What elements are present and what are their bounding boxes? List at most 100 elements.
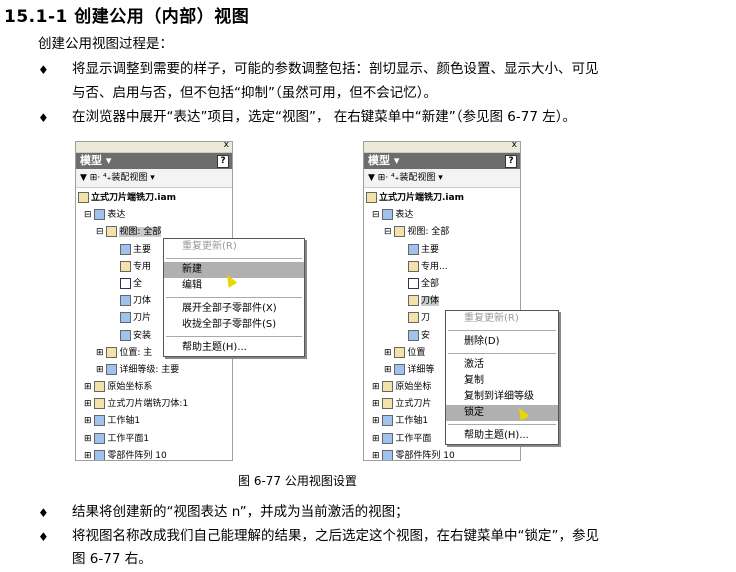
tree-item[interactable]: ⊞ 详细等 — [384, 363, 435, 375]
tree-item[interactable]: 主要 — [364, 242, 520, 259]
menu-item-lock[interactable]: 锁定 — [446, 405, 558, 421]
bullet-icon: ♦ — [38, 530, 49, 544]
panel-title[interactable]: 模型 ▾? — [364, 153, 520, 169]
view-icon — [408, 295, 419, 307]
menu-item-edit[interactable]: 编辑 — [182, 280, 202, 291]
tree-item[interactable]: ⊞ 原始坐标 — [372, 381, 432, 393]
tree-item[interactable]: 专用 — [76, 259, 232, 276]
tree-item[interactable]: ⊞ 原始坐标系 — [84, 381, 153, 393]
representation-icon — [382, 209, 394, 221]
lock-icon — [120, 243, 131, 255]
bullet-icon: ♦ — [38, 111, 49, 125]
axis-icon — [94, 415, 106, 427]
tree-item[interactable]: ⊟ 表达 — [372, 209, 414, 221]
tree-item[interactable]: ⊞ 立式刀片 — [372, 398, 432, 410]
tree-item[interactable]: 主要 — [76, 242, 232, 259]
menu-separator — [448, 330, 556, 331]
bullet-2-line-1: 在浏览器中展开“表达”项目，选定“视图”， 在右键菜单中“新建”（参见图 6-7… — [72, 109, 576, 125]
part-icon — [94, 398, 106, 410]
bullet-1-line-2: 与否、启用与否，但不包括“抑制”（虽然可用，但不会记忆）。 — [72, 85, 437, 101]
bullet-icon: ♦ — [38, 63, 49, 77]
panel-title[interactable]: 模型 ▾? — [76, 153, 232, 169]
checkbox-icon — [120, 277, 131, 289]
tree-item[interactable]: 立式刀片端铣刀.iam — [364, 190, 520, 207]
tree-item[interactable]: 全 — [76, 276, 232, 293]
figure-caption: 图 6-77 公用视图设置 — [238, 474, 357, 488]
tree-item[interactable]: 刀体 — [364, 293, 520, 310]
menu-separator — [166, 336, 302, 337]
menu-item-new[interactable]: 新建 — [164, 262, 304, 278]
pattern-icon — [382, 449, 394, 460]
help-icon[interactable]: ? — [505, 155, 517, 168]
view-icon — [106, 226, 118, 238]
plane-icon — [94, 432, 106, 444]
close-icon[interactable]: x — [511, 141, 517, 150]
menu-item-copy[interactable]: 复制 — [464, 375, 484, 386]
tree-item[interactable]: ⊞ 详细等级: 主要 — [96, 363, 180, 375]
tree-item[interactable]: 刀体 — [76, 293, 232, 310]
lock-icon — [120, 295, 131, 307]
checkbox-icon — [408, 277, 419, 289]
tree-item[interactable]: ⊞ 工作轴1 — [84, 415, 141, 427]
menu-item-repeat-update[interactable]: 重复更新(R) — [464, 313, 519, 324]
tree-item[interactable]: ⊟ 表达 — [84, 209, 126, 221]
menu-item-help[interactable]: 帮助主题(H)... — [182, 342, 247, 353]
detail-level-icon — [106, 363, 118, 375]
menu-item-repeat-update[interactable]: 重复更新(R) — [182, 241, 237, 252]
tree-item[interactable]: ⊞ 位置: 主 — [96, 346, 153, 358]
view-icon — [408, 312, 419, 324]
axis-icon — [382, 415, 394, 427]
lock-icon — [408, 243, 419, 255]
tree-item[interactable]: ⊞ 零部件阵列 10 — [84, 449, 167, 461]
tree-item[interactable]: ⊞ 工作平面1 — [84, 432, 150, 444]
tree-item[interactable]: ⊞ 零部件阵列 10 — [372, 449, 455, 461]
bullet-icon: ♦ — [38, 506, 49, 520]
menu-item-collapse-all[interactable]: 收拢全部子零部件(S) — [182, 319, 277, 330]
panel-toolbar[interactable]: ▼ ⊞· ⁴₊装配视图 ▾ — [76, 169, 232, 188]
bullet-3-line-1: 结果将创建新的“视图表达 n”，并成为当前激活的视图； — [72, 504, 409, 520]
context-menu-right: 重复更新(R) 删除(D) 激活 复制 复制到详细等级 锁定 帮助主题(H)..… — [445, 310, 559, 445]
model-tree: 立式刀片端铣刀.iam ⊟ 表达 ⊟ 视图: 全部 主要 专用 全 刀体 刀片 … — [76, 188, 232, 461]
bullet-1-line-1: 将显示调整到需要的样子，可能的参数调整包括：剖切显示、颜色设置、显示大小、可见 — [72, 61, 599, 77]
menu-item-help[interactable]: 帮助主题(H)... — [464, 430, 529, 441]
panel-toolbar[interactable]: ▼ ⊞· ⁴₊装配视图 ▾ — [364, 169, 520, 188]
plane-icon — [382, 432, 394, 444]
tree-item[interactable]: 全部 — [364, 276, 520, 293]
view-icon — [394, 226, 406, 238]
bullet-4-line-2: 图 6-77 右。 — [72, 551, 152, 567]
tree-item[interactable]: 刀片 — [76, 310, 232, 327]
tree-item[interactable]: 安装 — [76, 328, 232, 345]
tree-item[interactable]: 刀 — [364, 310, 520, 327]
menu-item-delete[interactable]: 删除(D) — [464, 336, 500, 347]
tree-item[interactable]: ⊟ 视图: 全部 — [96, 226, 162, 238]
tree-item[interactable]: ⊞ 立式刀片端铣刀体:1 — [84, 398, 189, 410]
position-icon — [394, 346, 406, 358]
help-icon[interactable]: ? — [217, 155, 229, 168]
view-icon — [408, 260, 419, 272]
menu-item-expand-all[interactable]: 展开全部子零部件(X) — [182, 303, 277, 314]
tree-item[interactable]: ⊟ 视图: 全部 — [384, 226, 450, 238]
close-icon[interactable]: x — [223, 141, 229, 150]
tree-item[interactable]: 安 — [364, 328, 520, 345]
model-tree: 立式刀片端铣刀.iam ⊟ 表达 ⊟ 视图: 全部 主要 专用... 全部 刀体… — [364, 188, 520, 461]
menu-item-copy-to-detail[interactable]: 复制到详细等级 — [464, 391, 534, 402]
tree-item[interactable]: ⊞ 工作平面 — [372, 432, 432, 444]
menu-separator — [448, 353, 556, 354]
menu-separator — [448, 424, 556, 425]
browser-panel-right: x 模型 ▾? ▼ ⊞· ⁴₊装配视图 ▾ 立式刀片端铣刀.iam ⊟ 表达 ⊟… — [363, 141, 521, 461]
tree-item[interactable]: ⊞ 位置 — [384, 346, 426, 358]
folder-icon — [94, 381, 106, 393]
tree-item[interactable]: ⊞ 工作轴1 — [372, 415, 429, 427]
view-icon — [120, 260, 131, 272]
section-heading: 15.1-1 创建公用（内部）视图 — [4, 7, 250, 27]
folder-icon — [382, 381, 394, 393]
detail-level-icon — [394, 363, 406, 375]
assembly-icon — [366, 192, 377, 203]
menu-separator — [166, 258, 302, 259]
menu-item-activate[interactable]: 激活 — [464, 359, 484, 370]
tree-item[interactable]: 专用... — [364, 259, 520, 276]
tree-item[interactable]: 立式刀片端铣刀.iam — [76, 190, 232, 207]
representation-icon — [94, 209, 106, 221]
lock-icon — [120, 329, 131, 341]
lock-icon — [408, 329, 419, 341]
